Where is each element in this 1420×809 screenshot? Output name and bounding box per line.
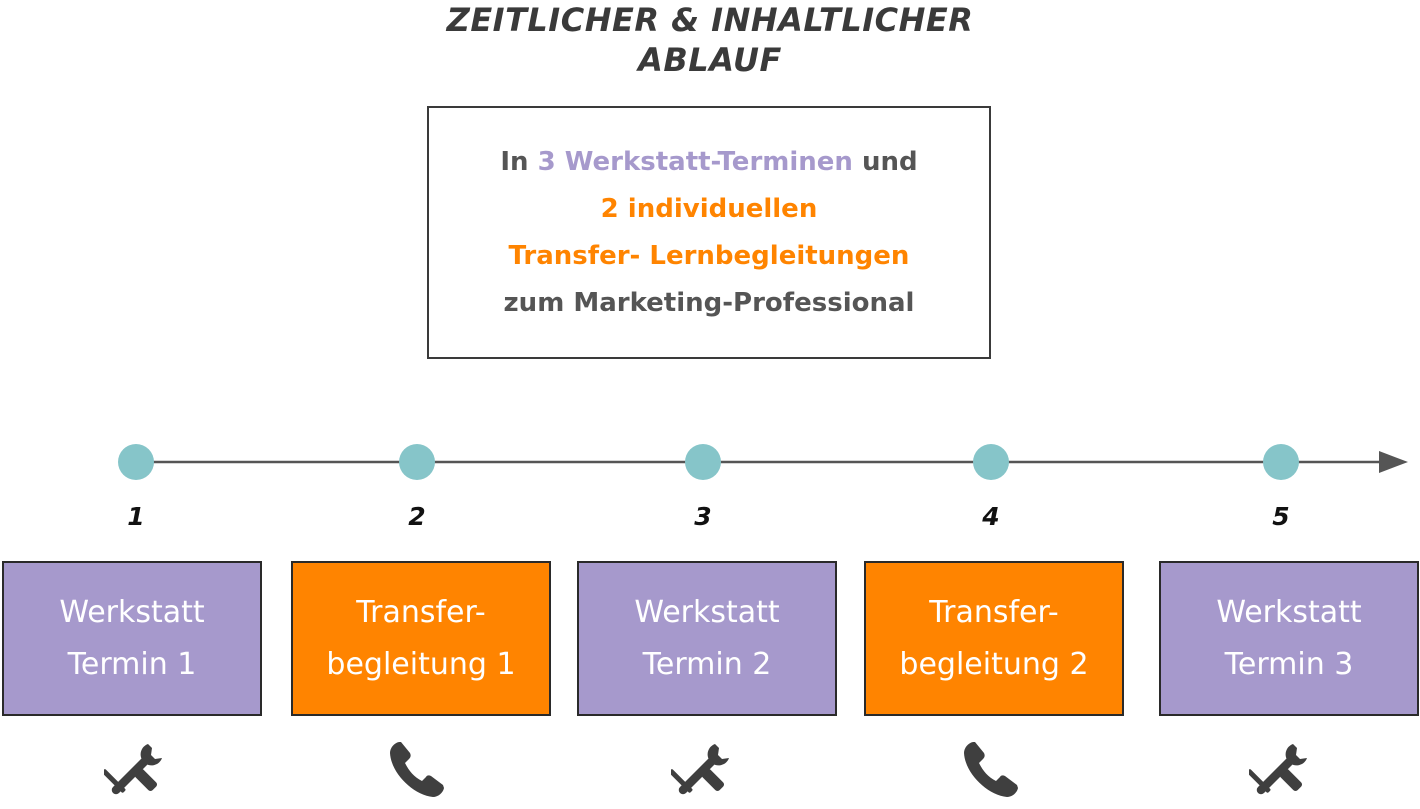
info-line-4: zum Marketing-Professional <box>503 287 915 318</box>
timeline-dot-2 <box>399 444 435 480</box>
info-box: In 3 Werkstatt-Terminen und 2 individuel… <box>427 106 991 359</box>
step-label-line-2: Termin 3 <box>1224 646 1354 682</box>
info-line-1-highlight: 3 Werkstatt-Terminen <box>537 146 853 177</box>
timeline-dot-4 <box>973 444 1009 480</box>
step-label-line-2: begleitung 2 <box>899 646 1089 682</box>
title-line-2: ABLAUF <box>638 41 782 79</box>
tools-icon <box>1246 738 1313 802</box>
page-title: ZEITLICHER & INHALTLICHER ABLAUF <box>0 0 1420 80</box>
step-box-4: Transfer-begleitung 2 <box>864 561 1124 716</box>
step-label-line-2: Termin 1 <box>67 646 197 682</box>
screwdriver-handle <box>134 768 158 792</box>
timeline-dot-5 <box>1263 444 1299 480</box>
step-box-2: Transfer-begleitung 1 <box>291 561 551 716</box>
screwdriver-handle <box>1279 768 1303 792</box>
timeline <box>118 444 1408 480</box>
phone-handset <box>390 742 444 797</box>
info-line-1-suffix: und <box>852 146 918 177</box>
step-number-4: 4 <box>982 502 1000 531</box>
info-line-1-prefix: In <box>500 146 538 177</box>
phone-handset <box>964 742 1018 797</box>
timeline-dot-1 <box>118 444 154 480</box>
tools-icon <box>668 738 735 802</box>
step-label-line-1: Werkstatt <box>59 594 205 630</box>
timeline-dot-3 <box>685 444 721 480</box>
info-line-2: 2 individuellen <box>600 193 818 224</box>
step-label-line-1: Werkstatt <box>634 594 780 630</box>
step-number-1: 1 <box>127 502 145 531</box>
step-label-line-2: begleitung 1 <box>326 646 516 682</box>
tools-icon <box>101 738 168 802</box>
title-line-1: ZEITLICHER & INHALTLICHER <box>446 1 974 39</box>
info-line-1: In 3 Werkstatt-Terminen und <box>500 139 917 186</box>
phone-icon <box>385 738 449 802</box>
wrench-handle <box>1256 755 1296 795</box>
step-label-line-1: Transfer- <box>929 594 1059 630</box>
step-number-5: 5 <box>1272 502 1290 531</box>
step-number-2: 2 <box>408 502 426 531</box>
screwdriver-handle <box>701 768 725 792</box>
info-line-3: Transfer- Lernbegleitungen <box>508 240 910 271</box>
step-label-line-2: Termin 2 <box>642 646 772 682</box>
wrench-handle <box>678 755 718 795</box>
step-label-line-1: Transfer- <box>356 594 486 630</box>
timeline-arrowhead <box>1379 451 1408 473</box>
wrench-handle <box>111 755 151 795</box>
step-number-3: 3 <box>694 502 712 531</box>
step-label-line-1: Werkstatt <box>1216 594 1362 630</box>
phone-icon <box>959 738 1023 802</box>
